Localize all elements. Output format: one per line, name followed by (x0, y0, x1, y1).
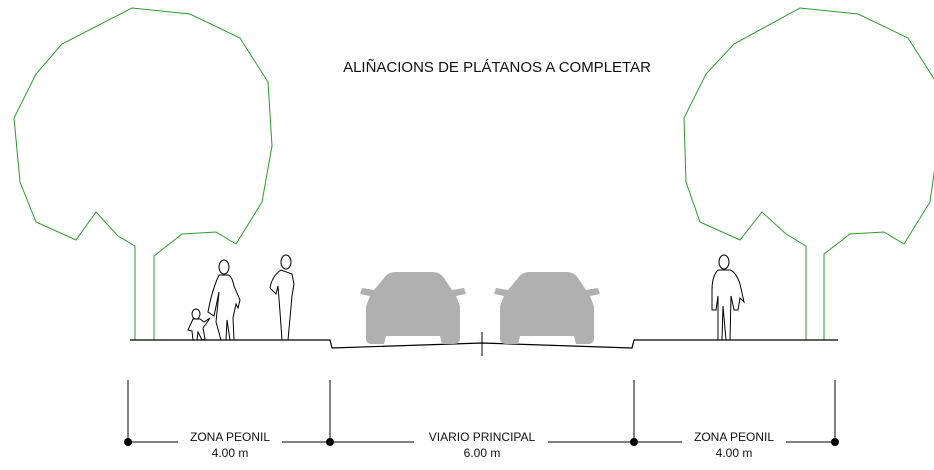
zone-label-left: ZONA PEONIL (190, 430, 270, 444)
right-tree (683, 7, 934, 340)
dimension-node (831, 438, 839, 446)
left-tree (13, 7, 273, 340)
zone-label-right: ZONA PEONIL (694, 430, 774, 444)
street-profile (130, 339, 838, 349)
pedestrian-standing-right (711, 254, 745, 341)
dimension-line (124, 380, 839, 446)
diagram-title: ALIÑACIONS DE PLÁTANOS A COMPLETAR (343, 59, 651, 76)
zone-width-right: 4.00 m (716, 446, 753, 460)
pedestrian-standing-left (269, 254, 295, 341)
zone-width-left: 4.00 m (212, 446, 249, 460)
dimension-node (326, 438, 334, 446)
car-left (360, 272, 466, 344)
dimension-node (124, 438, 132, 446)
zone-width-center: 6.00 m (464, 446, 501, 460)
zone-label-center: VIARIO PRINCIPAL (429, 430, 536, 444)
dimension-node (630, 438, 638, 446)
pedestrian-adult-with-child (187, 259, 241, 341)
car-right (494, 272, 600, 344)
